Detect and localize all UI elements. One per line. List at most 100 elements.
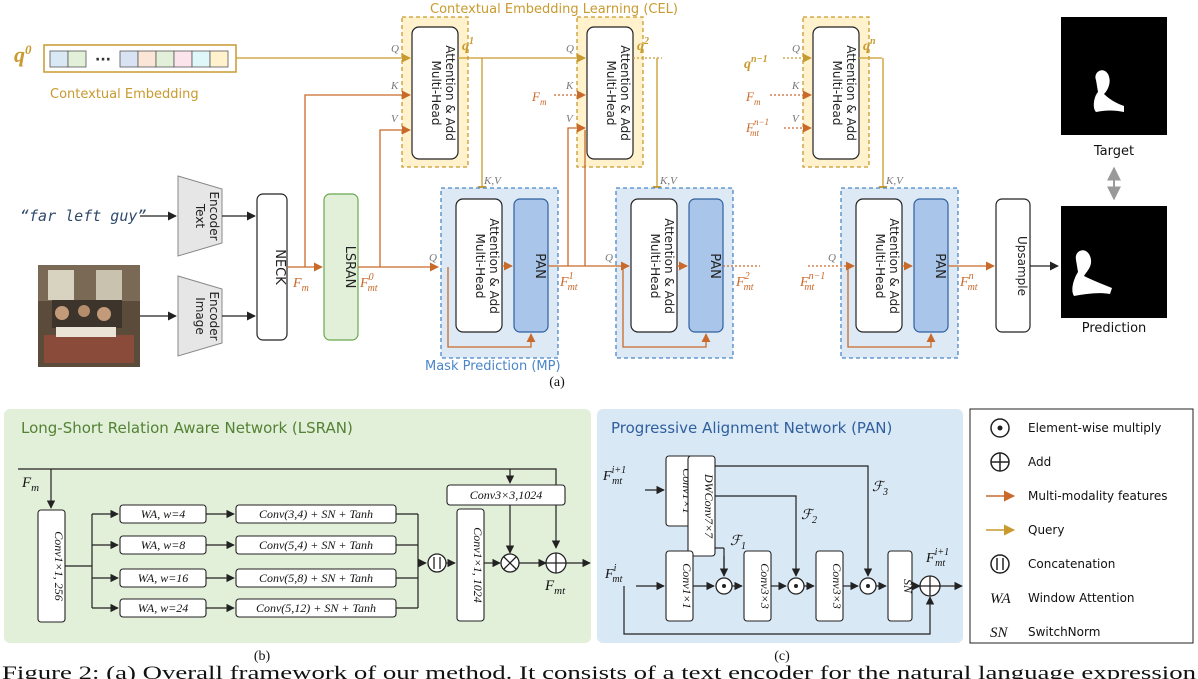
lsran-wa-branches: WA, w=4 WA, w=8 WA, w=16 WA, w=24 Conv(3…	[119, 504, 419, 618]
svg-text:Q: Q	[566, 43, 574, 55]
legend-label-6: SwitchNorm	[1028, 625, 1100, 639]
svg-text:K,V: K,V	[885, 175, 904, 187]
svg-text:Multi-Head: Multi-Head	[873, 233, 887, 298]
pan-title: Progressive Alignment Network (PAN)	[611, 419, 892, 437]
pan-f2: ℱ2	[801, 508, 817, 526]
cel-mha-2	[586, 26, 634, 160]
cel-mha-1-line1: Multi-Head	[429, 60, 443, 125]
svg-text:WA, w=16: WA, w=16	[138, 571, 189, 585]
subfig-b-label: (b)	[254, 649, 271, 664]
legend-label-1: Add	[1028, 455, 1051, 469]
cel-mha-2-line2: Attention & Add	[618, 45, 632, 141]
q2-label: q2	[637, 36, 649, 54]
svg-text:PAN: PAN	[932, 253, 947, 279]
cel-mha-1	[411, 26, 459, 160]
lsran-concat-icon	[427, 553, 447, 573]
pan-mul-1	[715, 577, 733, 595]
legend: WA SN Element-wise multiply Add Multi-mo…	[969, 408, 1194, 644]
target-mask	[1061, 17, 1167, 135]
svg-text:Encoder: Encoder	[207, 191, 221, 240]
lsran-add-icon	[545, 552, 567, 574]
svg-text:Multi-Head: Multi-Head	[648, 233, 662, 298]
qn1-label: qn−1	[744, 54, 768, 72]
svg-text:WA, w=4: WA, w=4	[141, 507, 186, 521]
svg-text:K: K	[791, 80, 800, 92]
svg-text:Q: Q	[391, 43, 399, 55]
subfig-a-label: (a)	[549, 375, 565, 390]
cel-mha-n-line2: Attention & Add	[844, 45, 858, 141]
svg-text:K,V: K,V	[483, 175, 502, 187]
cel-mha-n-line1: Multi-Head	[830, 60, 844, 125]
pan-dwconv	[687, 455, 716, 557]
fm-label: Fm	[292, 276, 309, 294]
image-encoder	[177, 275, 223, 357]
svg-text:K,V: K,V	[659, 175, 678, 187]
svg-text:Attention & Add: Attention & Add	[487, 218, 501, 314]
svg-text:V: V	[792, 113, 800, 125]
lsran-multiply-icon	[500, 553, 520, 573]
svg-text:Attention & Add: Attention & Add	[887, 218, 901, 314]
q1-label: q1	[462, 36, 474, 54]
svg-text:Encoder: Encoder	[207, 291, 221, 340]
lsran-input-label: Fm	[21, 475, 39, 494]
svg-text:V: V	[566, 113, 574, 125]
cel-mha-2-line1: Multi-Head	[604, 60, 618, 125]
svg-text:PAN: PAN	[532, 253, 547, 279]
target-label: Target	[1093, 144, 1134, 159]
lsran-conv-top	[446, 484, 566, 506]
input-image	[38, 265, 140, 367]
legend-label-2: Multi-modality features	[1028, 489, 1168, 503]
svg-text:WA, w=24: WA, w=24	[138, 601, 189, 615]
legend-wa-symbol: WA	[990, 591, 1011, 607]
contextual-embedding-label: Contextual Embedding	[50, 87, 199, 102]
svg-text:Conv(3,4) + SN + Tanh: Conv(3,4) + SN + Tanh	[259, 507, 373, 521]
svg-text:LSRAN: LSRAN	[342, 246, 357, 289]
svg-text:Conv3×3: Conv3×3	[758, 563, 772, 608]
svg-text:···: ···	[95, 52, 111, 68]
overall-framework: Contextual Embedding Learning (CEL) Mult…	[14, 2, 1167, 390]
pan-f3: ℱ3	[872, 480, 888, 498]
legend-label-5: Window Attention	[1028, 591, 1135, 605]
lsran-output-label: Fmt	[544, 578, 566, 597]
svg-text:Conv1×1, 1024: Conv1×1, 1024	[471, 527, 485, 602]
svg-text:Conv1×1, 256: Conv1×1, 256	[52, 531, 66, 600]
fm-label-n: Fm	[745, 89, 761, 107]
svg-text:Conv3×3: Conv3×3	[830, 563, 844, 608]
qn-label: qn	[863, 36, 876, 54]
lsran-title: Long-Short Relation Aware Network (LSRAN…	[21, 419, 353, 437]
cel-mha-1-line2: Attention & Add	[443, 45, 457, 141]
svg-text:Conv3×3,1024: Conv3×3,1024	[470, 488, 542, 502]
svg-text:PAN: PAN	[707, 253, 722, 279]
svg-text:DWConv7×7: DWConv7×7	[702, 473, 716, 539]
svg-text:Conv(5,12) + SN + Tanh: Conv(5,12) + SN + Tanh	[256, 601, 376, 615]
cel-mha-n	[812, 26, 860, 160]
text-encoder	[177, 175, 223, 257]
pan-f1: ℱ1	[730, 534, 746, 552]
pan-add	[919, 575, 941, 597]
svg-text:SN: SN	[901, 579, 915, 594]
svg-text:K: K	[390, 80, 399, 92]
svg-text:WA, w=8: WA, w=8	[141, 538, 186, 552]
svg-text:Q: Q	[828, 252, 836, 264]
prediction-mask	[1061, 206, 1167, 318]
text-query: “far left guy”	[20, 207, 146, 225]
mp-caption: Mask Prediction (MP)	[425, 359, 561, 374]
fm-label-2: Fm	[531, 89, 547, 107]
q0-label: q0	[14, 42, 32, 67]
subfig-c-label: (c)	[774, 649, 790, 664]
legend-odot-icon	[990, 418, 1010, 438]
figure-caption: Figure 2: (a) Overall framework of our m…	[2, 663, 1197, 679]
svg-text:Image: Image	[193, 297, 207, 335]
svg-text:Upsample: Upsample	[1015, 236, 1029, 296]
svg-text:V: V	[391, 113, 399, 125]
legend-concat-icon	[990, 554, 1010, 574]
svg-text:Conv1×1: Conv1×1	[680, 563, 694, 608]
